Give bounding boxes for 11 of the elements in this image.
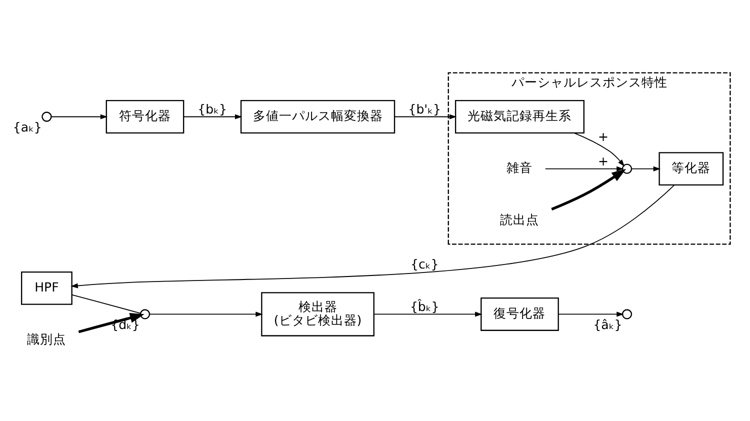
edge-label: + (598, 152, 608, 168)
node-text: 読出点 (500, 212, 540, 227)
node-text: 雑音 (506, 160, 533, 175)
edge-label: {b'ₖ} (408, 100, 441, 116)
edge-label: + (598, 128, 608, 144)
node-label: {âₖ} (593, 316, 622, 332)
edge-label: {bₖ} (198, 100, 227, 116)
edge-label: {b̂ₖ} (410, 298, 440, 314)
node-text: 識別点 (27, 331, 66, 346)
node-label: {aₖ} (12, 118, 42, 134)
edge-label: {cₖ} (410, 256, 439, 272)
